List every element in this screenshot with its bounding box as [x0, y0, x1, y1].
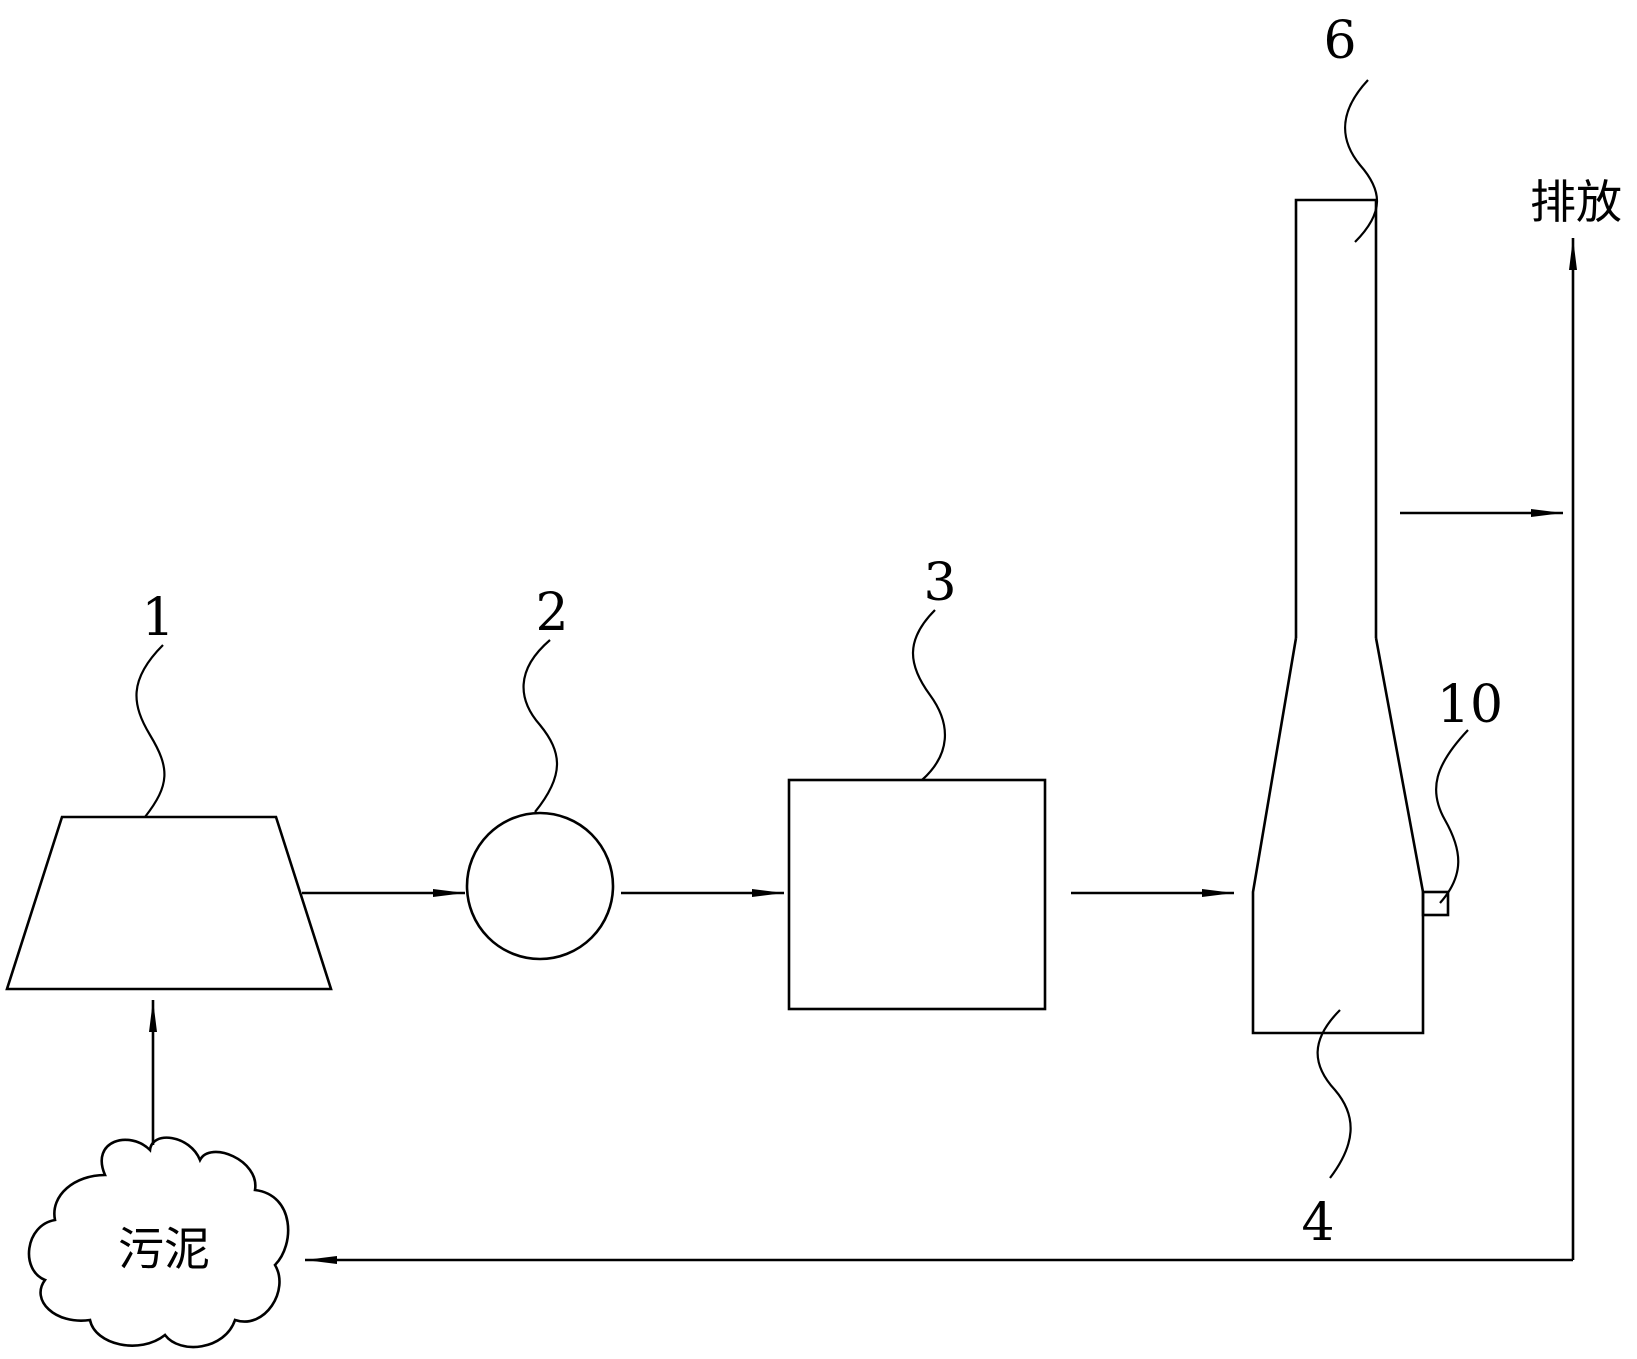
label-discharge: 排放 — [1530, 175, 1622, 229]
leader-3 — [911, 609, 947, 781]
leader-1 — [135, 644, 166, 818]
label-10: 10 — [1437, 675, 1503, 735]
unit-3-rectangle — [787, 778, 1047, 1011]
leader-2 — [522, 639, 559, 813]
label-1: 1 — [141, 588, 174, 648]
leader-10 — [1434, 729, 1469, 904]
label-6: 6 — [1323, 11, 1356, 71]
label-4: 4 — [1301, 1193, 1334, 1253]
leader-4 — [1316, 1009, 1352, 1179]
part-10-box — [1421, 890, 1450, 917]
label-3: 3 — [923, 553, 956, 613]
unit-1-trapezoid — [5, 815, 333, 991]
column-taper — [1251, 637, 1425, 1035]
sludge-cloud — [27, 1136, 290, 1349]
label-2: 2 — [535, 583, 568, 643]
unit-2-circle — [465, 811, 615, 961]
label-sludge: 污泥 — [118, 1222, 210, 1276]
leader-6 — [1343, 79, 1379, 243]
column-6-upper — [1294, 198, 1378, 638]
